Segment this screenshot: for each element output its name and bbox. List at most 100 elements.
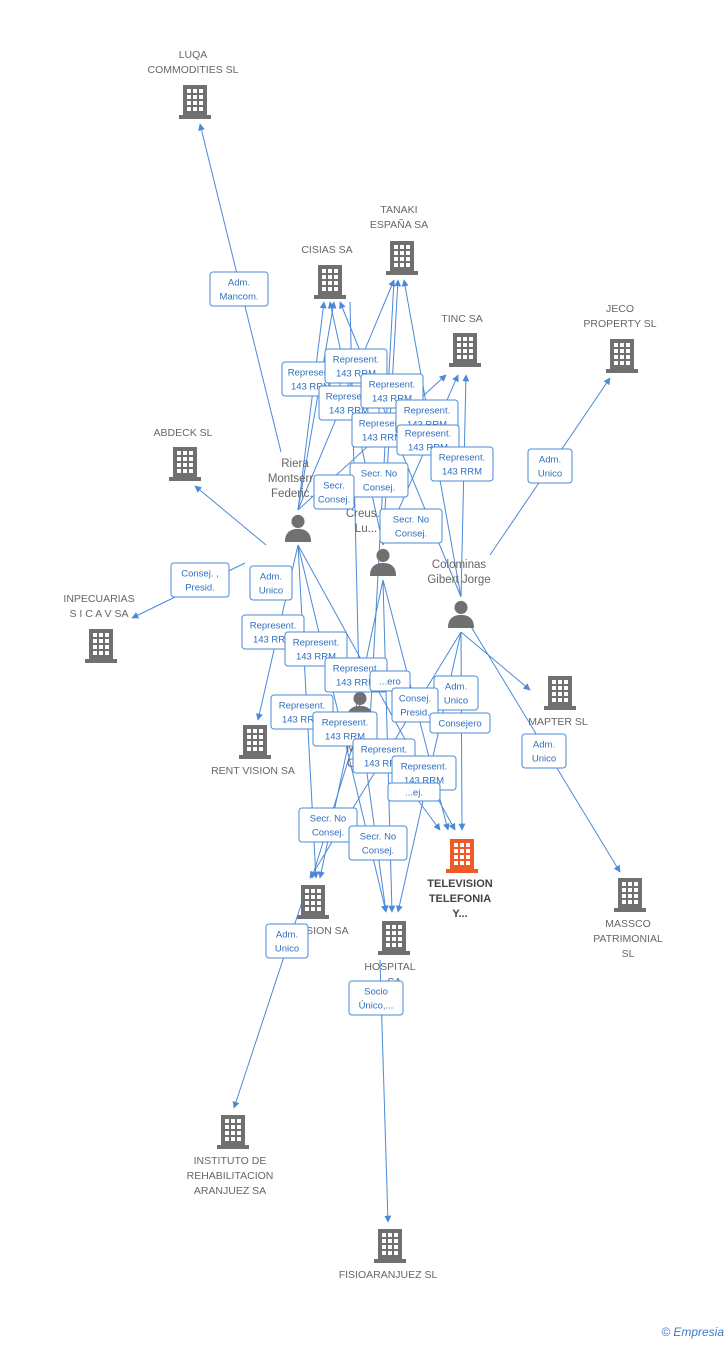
edge-label-e14[interactable]: Consej. ,Presid.	[170, 562, 230, 598]
edge-label-text: Consej.	[312, 828, 344, 839]
edge-label-text: 143 RRM	[336, 678, 376, 689]
edge-label-text: Represent.	[359, 419, 405, 430]
edge-label-text: 143 RRM	[408, 443, 448, 454]
relationship-edge	[194, 485, 267, 546]
person-label: Colominas	[432, 559, 487, 571]
company-node-vision[interactable]: ...SION SA	[297, 885, 349, 937]
edge-label-text: Represent.	[361, 745, 407, 756]
edge-label-text: Adm.	[276, 930, 298, 941]
person-label: Riera	[281, 458, 309, 470]
edge-label-text: Consej.	[395, 529, 427, 540]
edge-label-e9[interactable]: Represent.143 RRM	[430, 446, 494, 482]
edge-label-e28[interactable]: ...ej.	[387, 782, 441, 802]
edge-label-text: Represent.	[250, 621, 296, 632]
edge-label-e19[interactable]: ...ero	[369, 670, 411, 692]
company-node-mapter[interactable]: MAPTER SL	[528, 676, 588, 728]
building-icon	[374, 1229, 406, 1263]
company-label: SL	[622, 948, 635, 960]
edge-label-text: Único,...	[359, 1001, 394, 1012]
copyright-icon: ©	[661, 1325, 671, 1339]
relationship-edge	[297, 301, 337, 511]
edge-label-text: 143 RRM	[253, 635, 293, 646]
edge-label-e24[interactable]: Represent.143 RRM	[312, 711, 378, 747]
edge-label-text: Mancom.	[219, 292, 258, 303]
edge-label-box	[170, 562, 230, 598]
relationship-edge	[297, 301, 327, 511]
edge-label-e1[interactable]: Adm.Mancom.	[209, 271, 269, 307]
edge-label-box	[429, 712, 491, 734]
edge-label-text: Consej.	[362, 846, 394, 857]
building-icon	[297, 885, 329, 919]
company-node-fisio[interactable]: FISIOARANJUEZ SL	[339, 1229, 438, 1281]
edge-label-box	[313, 474, 355, 510]
edge-label-box	[379, 508, 443, 544]
person-icon	[369, 548, 397, 576]
building-icon	[544, 676, 576, 710]
edge-label-e32[interactable]: SocioÚnico,...	[348, 980, 404, 1016]
edge-label-text: Secr. No	[393, 515, 429, 526]
edge-label-text: Represent.	[322, 718, 368, 729]
person-node-creus[interactable]: Creus...Lu...	[346, 508, 397, 576]
edge-label-box	[249, 565, 293, 601]
company-label: HOSPITAL	[364, 961, 415, 973]
company-label: TANAKI	[380, 204, 417, 216]
edge-label-box	[348, 980, 404, 1016]
relationship-edge	[460, 631, 531, 691]
company-label: TINC SA	[441, 313, 482, 325]
company-label: MAPTER SL	[528, 716, 588, 728]
company-label: FISIOARANJUEZ SL	[339, 1269, 438, 1281]
edge-label-e13[interactable]: Adm.Unico	[249, 565, 293, 601]
edge-label-text: Represent.	[369, 380, 415, 391]
edge-label-e25[interactable]: Adm.Unico	[521, 733, 567, 769]
empresia-footer[interactable]: ©Empresia	[661, 1325, 724, 1339]
edge-label-e11[interactable]: Secr.Consej.	[313, 474, 355, 510]
edge-label-text: Unico	[444, 696, 468, 707]
company-label: S I C A V SA	[70, 608, 129, 620]
edge-label-text: Represent.	[405, 429, 451, 440]
edge-label-e12[interactable]: Secr. No Consej.	[379, 508, 443, 544]
edge-label-text: 143 RRM	[329, 406, 369, 417]
edge-label-text: Socio	[364, 987, 388, 998]
edge-label-text: Presid.	[185, 583, 215, 594]
edge-label-text: Adm.	[533, 740, 555, 751]
company-label: TELEFONIA	[429, 893, 491, 905]
company-node-tinc[interactable]: TINC SA	[441, 313, 483, 367]
person-label: Creus...	[346, 508, 386, 520]
person-node-riera[interactable]: RieraMontserr...Federic...	[268, 458, 322, 542]
edge-label-box	[312, 711, 378, 747]
building-icon	[85, 629, 117, 663]
person-icon	[284, 514, 312, 542]
edge-label-e15[interactable]: Adm.Unico	[527, 448, 573, 484]
company-node-abdeck[interactable]: ABDECK SL	[154, 427, 213, 481]
company-node-hospital[interactable]: HOSPITAL...SA	[364, 921, 416, 988]
edge-label-text: 143 RRM	[296, 652, 336, 663]
edge-label-text: 143 RRM	[282, 715, 322, 726]
company-label: PATRIMONIAL	[593, 933, 663, 945]
edge-label-box	[265, 923, 309, 959]
edge-label-e21[interactable]: Consej.Presid.	[391, 687, 439, 723]
edge-label-e22[interactable]: Consejero	[429, 712, 491, 734]
edge-label-e31[interactable]: Adm.Unico	[265, 923, 309, 959]
company-label: PROPERTY SL	[583, 318, 656, 330]
company-node-rentvision[interactable]: RENT VISION SA	[211, 725, 295, 777]
edge-label-e20[interactable]: Adm.Unico	[433, 675, 479, 711]
company-node-cisias[interactable]: CISIAS SA	[301, 244, 353, 299]
company-node-television[interactable]: TELEVISIONTELEFONIAY...	[427, 839, 493, 920]
edge-label-box	[298, 807, 358, 843]
company-label: TELEVISION	[427, 878, 492, 890]
company-label: COMMODITIES SL	[147, 64, 238, 76]
edge-label-text: ...ero	[379, 677, 401, 688]
building-icon	[386, 241, 418, 275]
